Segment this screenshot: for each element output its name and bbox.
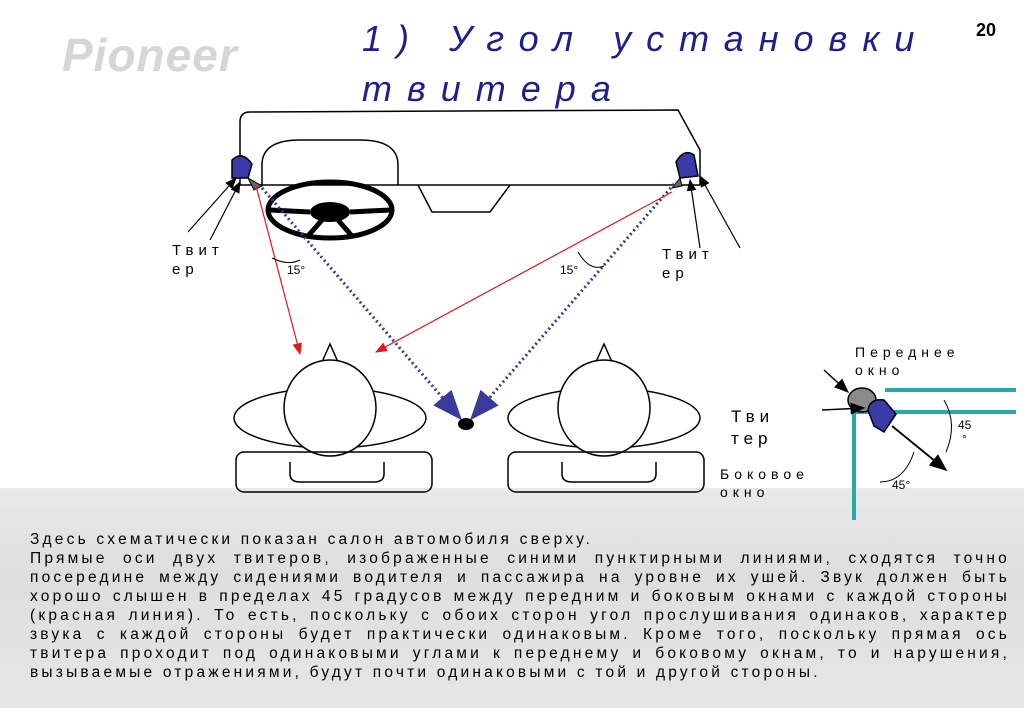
title-line-1: 1) Угол установки (362, 18, 930, 59)
background-photo-band (0, 488, 1024, 708)
passenger-figure (507, 342, 705, 493)
pioneer-logo: Pioneer (62, 29, 238, 81)
right-angle-label: 15° (560, 263, 579, 277)
page-number: 20 (976, 20, 997, 40)
convergence-point (458, 418, 474, 430)
detail-axis-arrow (891, 425, 948, 472)
left-tweeter-icon (231, 155, 264, 191)
left-angle-arc (271, 257, 301, 264)
steering-wheel (265, 179, 395, 241)
description-text: Здесь схематически показан салон автомоб… (30, 530, 1010, 682)
description-paragraph-2: Прямые оси двух твитеров, изображенные с… (30, 550, 1010, 681)
driver-figure (233, 342, 433, 493)
title-line-2: твитера (362, 68, 626, 109)
label-pointer-lines (187, 174, 741, 249)
right-tweeter-icon (670, 151, 699, 189)
slide-title: 1) Угол установки твитера (362, 14, 929, 114)
dashboard (239, 109, 701, 213)
detail-angle-bottom: 45° (892, 478, 911, 492)
tweeter-axis-lines (260, 183, 676, 421)
description-paragraph-1: Здесь схематически показан салон автомоб… (30, 531, 594, 548)
detail-angle-top: 45° (958, 418, 972, 446)
detail-tweeter-icon (867, 398, 897, 434)
left-angle-label: 15° (287, 263, 306, 277)
listening-lines (255, 185, 673, 356)
right-angle-arc (577, 251, 605, 268)
window-detail-diagram (821, 369, 1016, 520)
